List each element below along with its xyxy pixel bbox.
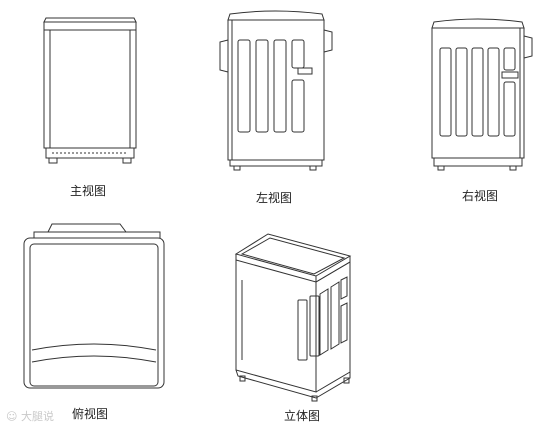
watermark-text: 大腿说	[20, 410, 54, 423]
right-view-drawing	[431, 18, 533, 171]
watermark-icon: ☺	[6, 410, 18, 423]
iso-view-label: 立体图	[284, 409, 321, 423]
left-view-label: 左视图	[256, 191, 293, 205]
right-view-label: 右视图	[462, 189, 499, 203]
front-view-label: 主视图	[70, 184, 107, 198]
top-view-label: 俯视图	[72, 407, 109, 421]
front-view-drawing	[43, 17, 137, 164]
left-view-drawing	[219, 10, 333, 171]
iso-view-drawing	[234, 233, 352, 402]
watermark: ☺ 大腿说	[6, 408, 54, 424]
top-view-drawing	[23, 223, 165, 389]
